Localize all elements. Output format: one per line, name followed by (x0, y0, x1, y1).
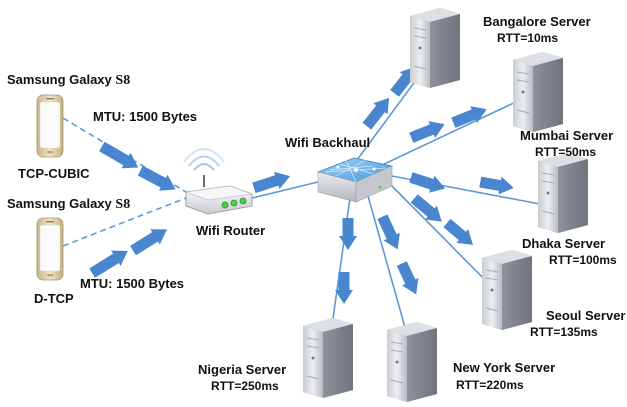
flow-arrow-11 (479, 176, 514, 195)
server-name-dhaka: Dhaka Server (522, 236, 606, 251)
server-rtt-seoul: RTT=135ms (530, 325, 598, 339)
flow-arrow-17 (335, 272, 353, 304)
flow-arrow-7 (390, 66, 416, 97)
link-router-backhaul (251, 181, 319, 199)
link-phone-bottom-router (62, 197, 187, 247)
flow-arrow-3 (89, 250, 128, 278)
flow-arrow-10 (409, 172, 446, 193)
server-name-seoul: Seoul Server (546, 308, 626, 323)
flow-arrow-14 (377, 214, 400, 250)
flow-arrow-12 (410, 194, 442, 222)
device-model-top: S8 (115, 73, 131, 88)
link-mumbai (379, 99, 521, 167)
flow-arrow-4 (130, 229, 167, 256)
server-rtt-bangalore: RTT=10ms (497, 31, 559, 45)
server-name-bangalore: Bangalore Server (483, 14, 591, 29)
smartphone-icon-bottom (36, 217, 64, 281)
flow-arrow-8 (409, 121, 445, 143)
flow-arrow-16 (339, 218, 357, 250)
router-label: Wifi Router (196, 223, 266, 238)
server-icon-seoul (481, 249, 533, 331)
backhaul-label: Wifi Backhaul (285, 135, 371, 150)
server-icon-mumbai (512, 51, 564, 133)
server-icon-nigeria (302, 317, 354, 399)
flow-arrow-2 (137, 165, 176, 191)
mtu-label-bottom: MTU: 1500 Bytes (80, 276, 185, 291)
link-seoul (387, 181, 501, 296)
device-name-top: Samsung Galaxy S8 (7, 73, 130, 88)
wifi-router-icon (183, 148, 253, 215)
server-rtt-new-york: RTT=220ms (456, 378, 524, 392)
mtu-label-top: MTU: 1500 Bytes (93, 109, 198, 124)
server-name-mumbai: Mumbai Server (520, 128, 614, 143)
server-rtt-nigeria: RTT=250ms (211, 379, 279, 393)
link-new-york (367, 195, 411, 346)
smartphone-icon-top (36, 94, 64, 158)
device-name-top-text: Samsung Galaxy (7, 72, 112, 87)
protocol-label-tcp-cubic: TCP-CUBIC (18, 166, 90, 181)
device-name-bottom: Samsung Galaxy S8 (7, 197, 130, 212)
device-model-bottom: S8 (115, 197, 131, 212)
server-icon-bangalore (409, 7, 461, 89)
server-name-new-york: New York Server (453, 360, 556, 375)
server-icon-dhaka (537, 152, 589, 234)
server-rtt-mumbai: RTT=50ms (535, 145, 597, 159)
device-name-bottom-text: Samsung Galaxy (7, 196, 112, 211)
flow-arrow-1 (99, 141, 139, 169)
flow-arrow-5 (252, 171, 291, 194)
flow-arrow-9 (451, 106, 487, 128)
flow-arrows (89, 66, 514, 304)
server-rtt-dhaka: RTT=100ms (549, 253, 617, 267)
server-icon-new-york (386, 321, 438, 403)
flow-arrow-6 (362, 97, 390, 130)
protocol-label-d-tcp: D-TCP (34, 291, 74, 306)
backhaul-switch-icon (316, 157, 394, 203)
server-name-nigeria: Nigeria Server (198, 362, 287, 377)
link-bangalore (353, 67, 426, 165)
flow-arrow-15 (396, 261, 419, 295)
flow-arrow-13 (443, 218, 474, 245)
